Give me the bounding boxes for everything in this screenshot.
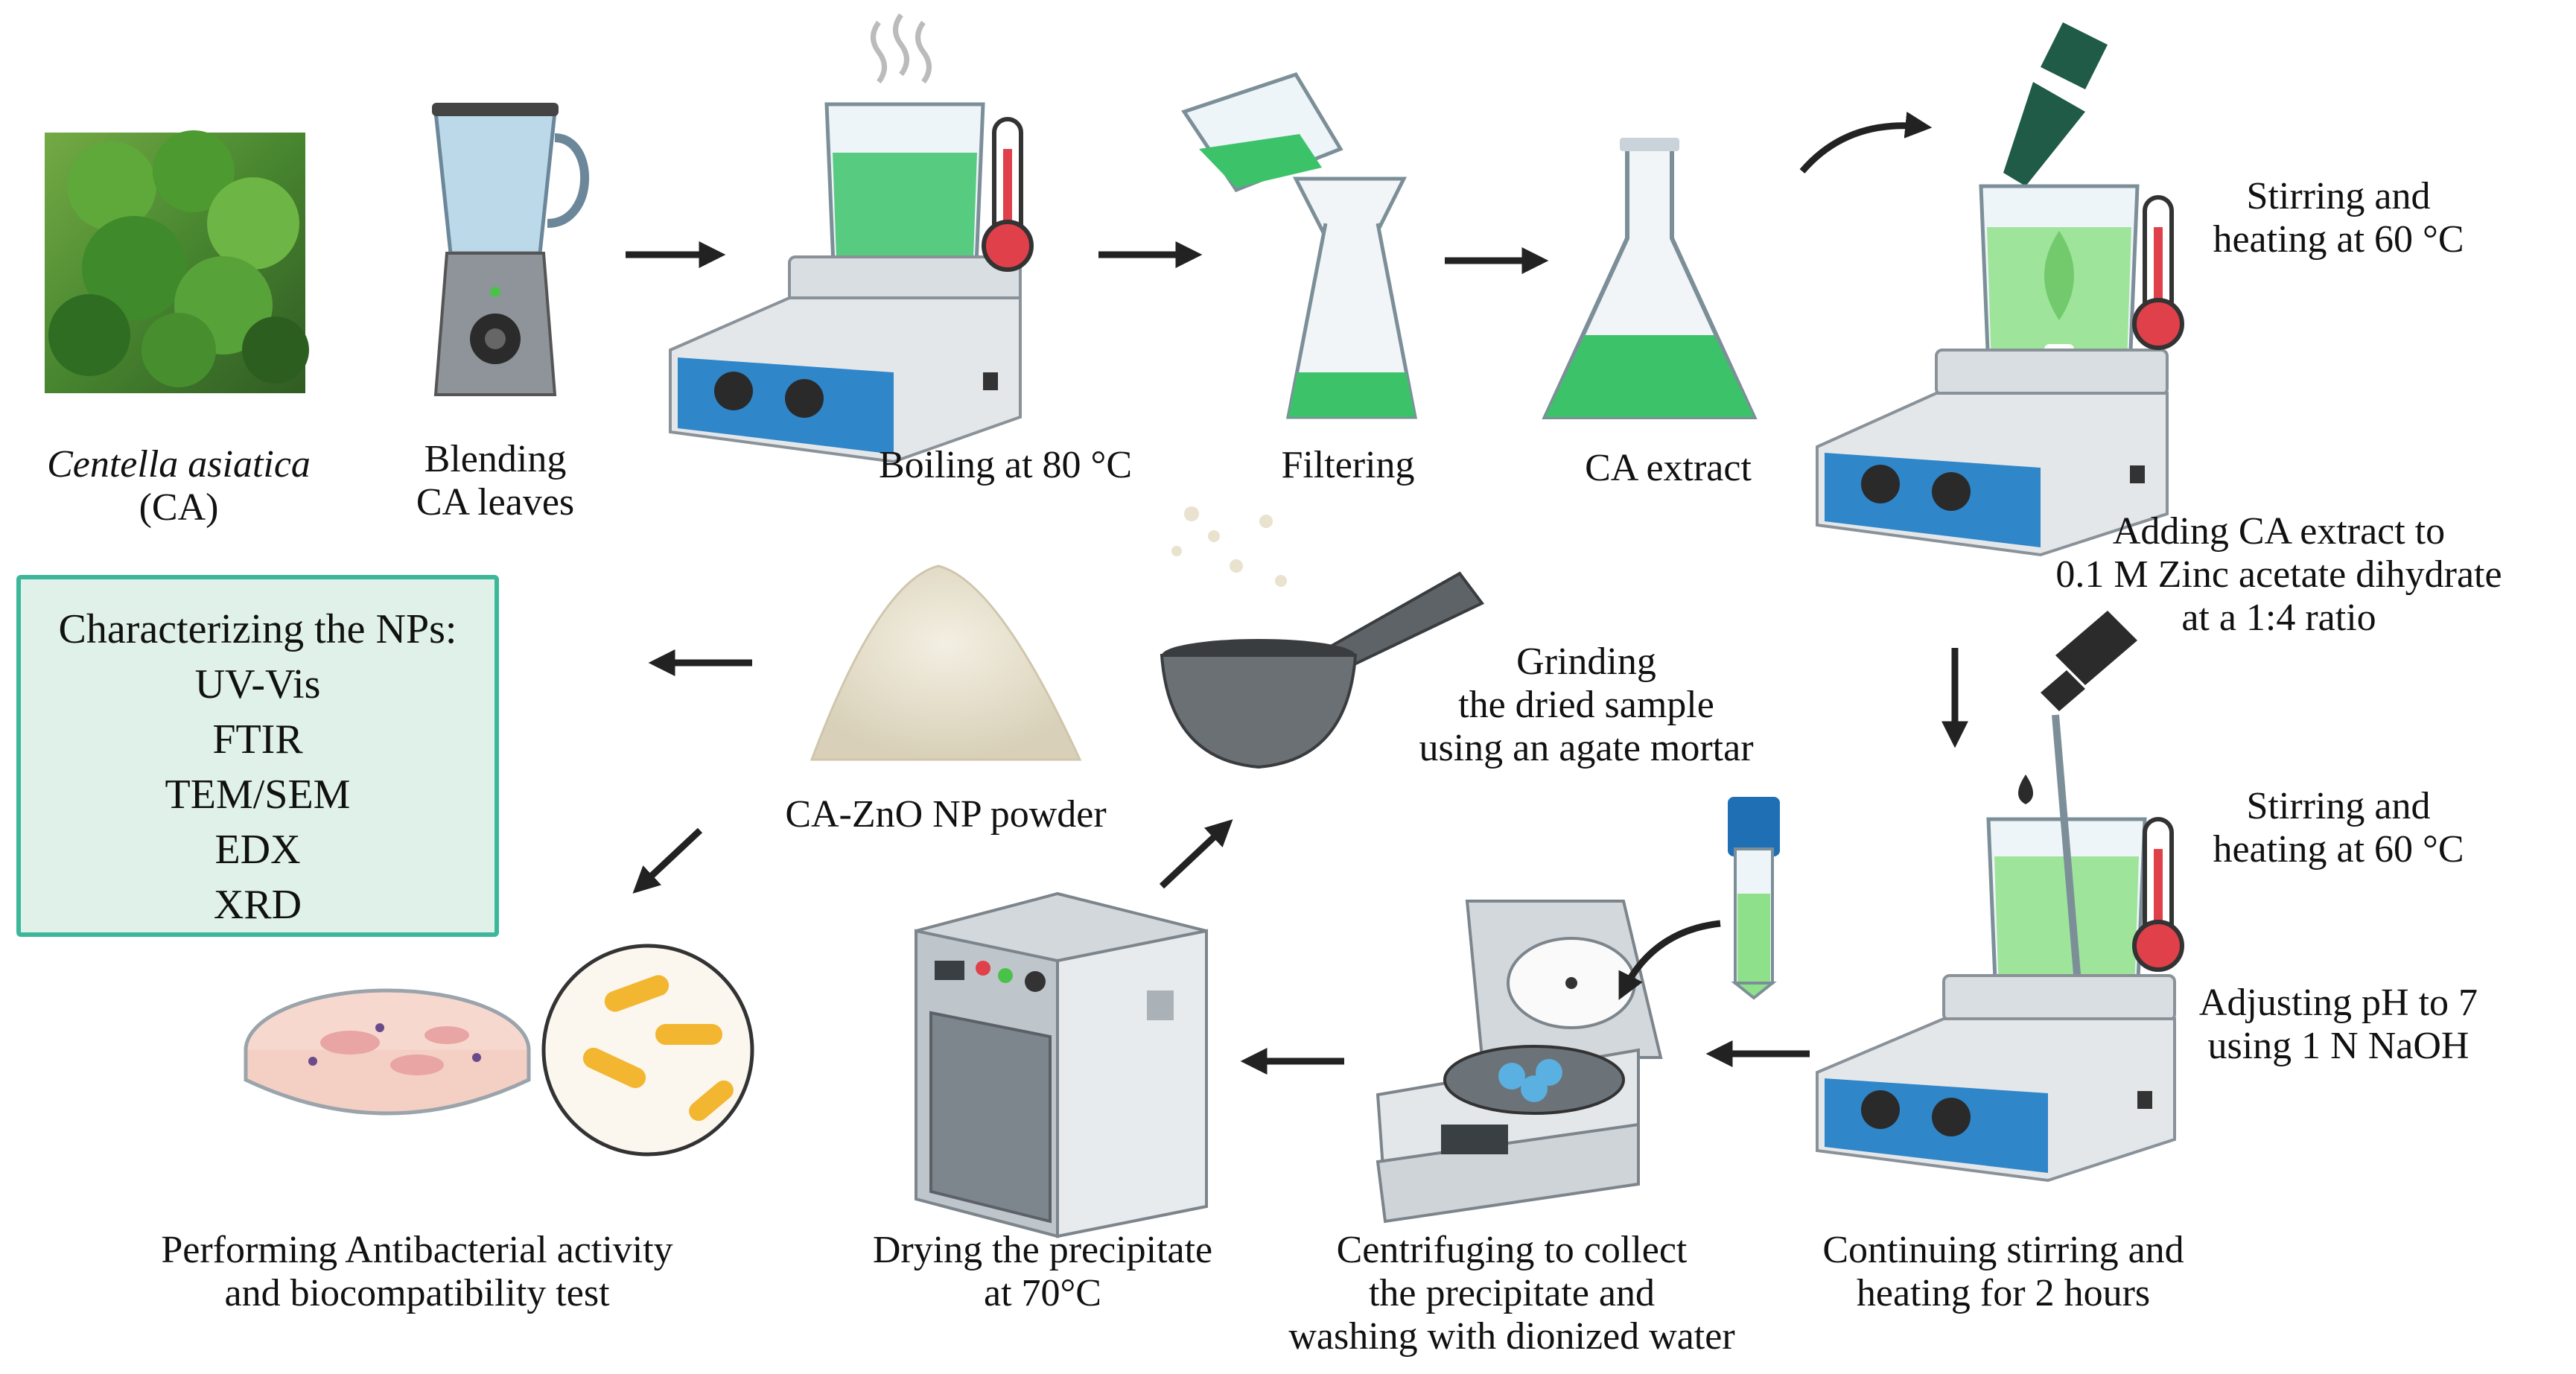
label-continuing: Continuing stirring and heating for 2 ho… [1822,1229,2184,1314]
label-testing: Performing Antibacterial activity and bi… [161,1229,673,1314]
label-stirring-heating-2: Stirring and heating at 60 °C [2213,785,2464,871]
thermometer-icon-2 [2132,195,2184,350]
centella-asiatica-photo [45,130,309,393]
method-ftir: FTIR [212,716,303,763]
centrifuge-icon [1376,797,1780,1224]
thermometer-icon-1 [982,117,1034,272]
arrow-powder-to-test [632,827,703,894]
label-stirring-heating-1: Stirring and heating at 60 °C [2213,175,2464,261]
label-blending: Blending CA leaves [416,438,575,524]
label-powder: CA-ZnO NP powder [785,793,1107,836]
arrow-oven-to-grind [1159,819,1233,889]
label-boiling: Boiling at 80 °C [878,444,1133,486]
characterization-box: Characterizing the NPs: UV-Vis FTIR TEM/… [16,575,499,937]
method-uv-vis: UV-Vis [194,661,321,707]
arrow-extract-to-stir [1799,111,1933,174]
label-grinding: Grinding the dried sample using an agate… [1419,640,1754,769]
label-drying: Drying the precipitate at 70°C [872,1229,1213,1314]
erlenmeyer-flask-icon [1542,138,1758,419]
bacteria-culture-icon [541,944,754,1157]
hotplate-stirring-2 [1816,611,2176,1183]
blender-icon [432,103,589,396]
label-centella-asiatica: Centella asiatica (CA) [47,443,311,529]
mortar-and-pestle-icon [1160,506,1485,769]
hotplate-stirring-1 [1816,22,2169,557]
petri-dish-icon [244,988,531,1116]
label-ca-extract: CA extract [1585,447,1752,489]
drying-oven-icon [915,891,1208,1238]
filtering-icon [1181,71,1418,419]
characterization-title: Characterizing the NPs: [58,606,457,652]
method-xrd: XRD [213,882,302,928]
method-edx: EDX [214,827,301,873]
label-adjusting-ph: Adjusting pH to 7 using 1 N NaOH [2198,982,2478,1067]
label-filtering: Filtering [1281,444,1415,486]
method-tem-sem: TEM/SEM [165,772,351,818]
label-adding-extract: Adding CA extract to 0.1 M Zinc acetate … [2055,510,2502,639]
hotplate-boiling [669,13,1022,464]
label-centrifuging: Centrifuging to collect the precipitate … [1288,1229,1735,1358]
powder-pile-icon [810,564,1082,761]
flow-arrows [626,111,1968,1075]
thermometer-icon-3 [2132,817,2184,972]
arrow-tube-to-centrifuge [1618,920,1721,1000]
